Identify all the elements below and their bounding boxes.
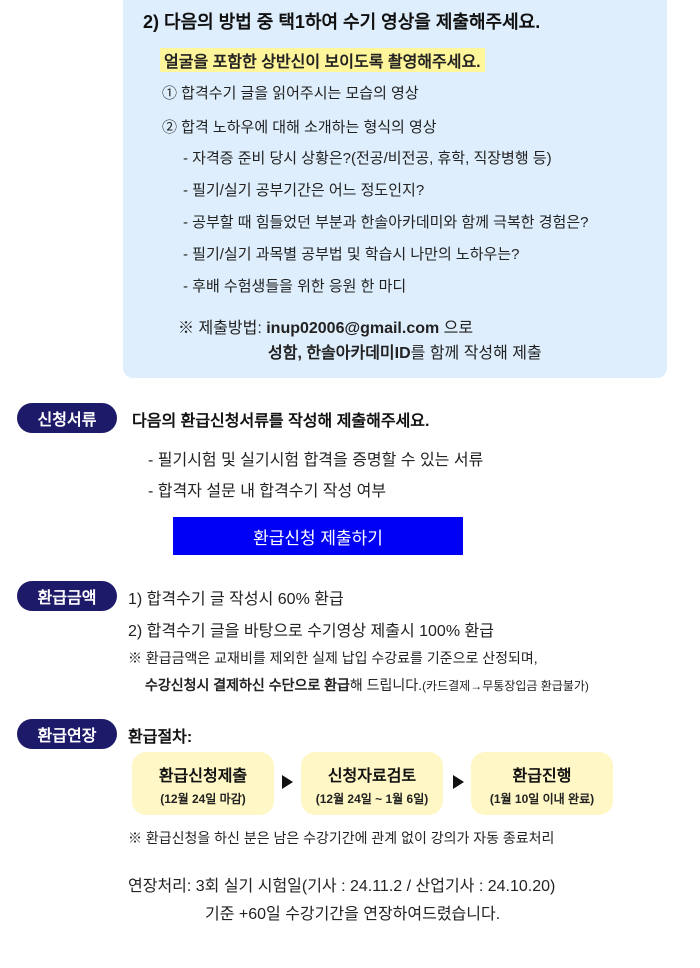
step-title: 신청자료검토: [327, 768, 417, 785]
amount-note-small: (카드결제→무통장입금 환급불가): [422, 679, 589, 693]
amount-note-2: 수강신청시 결제하신 수단으로 환급해 드립니다.(카드결제→무통장입금 환급불…: [145, 675, 589, 695]
extension-badge: 환급연장: [17, 719, 117, 749]
question-item: - 후배 수험생들을 위한 응원 한 마디: [183, 278, 407, 295]
refund-termination-note: ※ 환급신청을 하신 분은 남은 수강기간에 관계 없이 강의가 자동 종료처리: [128, 830, 555, 846]
amount-line-1: 1) 합격수기 글 작성시 60% 환급: [128, 591, 344, 608]
documents-badge: 신청서류: [17, 403, 117, 433]
video-option-1: ① 합격수기 글을 읽어주시는 모습의 영상: [162, 85, 419, 102]
amount-note-rest: 해 드립니다.: [349, 677, 423, 693]
video-option-2: ② 합격 노하우에 대해 소개하는 형식의 영상: [162, 119, 437, 136]
submit-email: inup02006@gmail.com: [266, 320, 440, 337]
procedure-title: 환급절차:: [128, 729, 193, 746]
step-sub: (12월 24일 ~ 1월 6일): [315, 792, 429, 806]
step-refund-request: 환급신청제출 (12월 24일 마감): [132, 752, 274, 815]
submit-prefix: ※ 제출방법:: [178, 320, 267, 337]
arrow-right-icon: [282, 775, 293, 789]
step-sub: (12월 24일 마감): [160, 792, 246, 806]
amount-badge: 환급금액: [17, 581, 117, 611]
step-document-review: 신청자료검토 (12월 24일 ~ 1월 6일): [301, 752, 443, 815]
arrow-right-icon: [453, 775, 464, 789]
document-item: - 합격자 설문 내 합격수기 작성 여부: [148, 483, 387, 500]
submit-method: ※ 제출방법: inup02006@gmail.com 으로: [178, 314, 473, 338]
submit-method-line2: 성함, 한솔아카데미ID를 함께 작성해 제출: [268, 339, 542, 363]
documents-title: 다음의 환급신청서류를 작성해 제출해주세요.: [132, 413, 430, 430]
question-item: - 공부할 때 힘들었던 부분과 한솔아카데미와 함께 극복한 경험은?: [183, 214, 589, 231]
document-item: - 필기시험 및 실기시험 합격을 증명할 수 있는 서류: [148, 452, 484, 469]
submit-line2-rest: 를 함께 작성해 제출: [410, 345, 542, 362]
submit-required-info: 성함, 한솔아카데미ID: [268, 345, 411, 362]
video-highlight-note: 얼굴을 포함한 상반신이 보이도록 촬영해주세요.: [160, 48, 485, 72]
video-section-title: 2) 다음의 방법 중 택1하여 수기 영상을 제출해주세요.: [143, 12, 541, 32]
step-title: 환급진행: [512, 768, 572, 785]
question-item: - 자격증 준비 당시 상황은?(전공/비전공, 휴학, 직장병행 등): [183, 150, 552, 167]
extension-line-1: 연장처리: 3회 실기 시험일(기사 : 24.11.2 / 산업기사 : 24…: [128, 878, 556, 895]
question-item: - 필기/실기 과목별 공부법 및 학습시 나만의 노하우는?: [183, 246, 520, 263]
question-item: - 필기/실기 공부기간은 어느 정도인지?: [183, 182, 425, 199]
amount-note-bold: 수강신청시 결제하신 수단으로 환급: [145, 677, 350, 693]
amount-note-1: ※ 환급금액은 교재비를 제외한 실제 납입 수강료를 기준으로 산정되며,: [128, 650, 538, 666]
submit-suffix: 으로: [439, 320, 474, 337]
submit-refund-button[interactable]: 환급신청 제출하기: [173, 517, 463, 555]
step-sub: (1월 10일 이내 완료): [489, 792, 595, 806]
amount-line-2: 2) 합격수기 글을 바탕으로 수기영상 제출시 100% 환급: [128, 623, 494, 640]
extension-line-2: 기준 +60일 수강기간을 연장하여드렸습니다.: [205, 906, 501, 923]
step-refund-process: 환급진행 (1월 10일 이내 완료): [471, 752, 613, 815]
step-title: 환급신청제출: [158, 768, 248, 785]
